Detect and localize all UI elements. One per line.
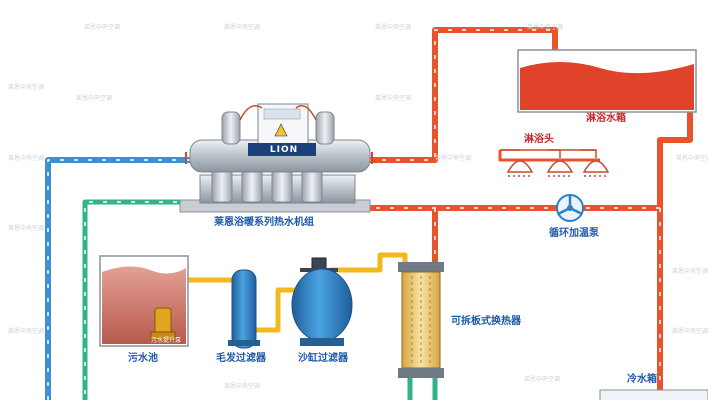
watermark: 莱恩中央空调	[8, 328, 45, 335]
pipe-flow-dashes	[84, 29, 661, 400]
heat-pump-unit-label: 莱恩浴暖系列热水机组	[214, 217, 314, 228]
watermark: 莱恩中央空调	[224, 383, 261, 390]
watermark: 莱恩中央空调	[8, 225, 45, 232]
cold-water-tank	[599, 389, 708, 400]
hair-filter-label: 毛发过滤器	[216, 353, 266, 364]
watermark: 莱恩中央空调	[435, 155, 472, 162]
shower-heads	[500, 149, 610, 177]
yellow-pipe-hair-to-sand	[256, 287, 300, 333]
watermark: 莱恩中央空调	[672, 328, 708, 335]
shower-head-3	[580, 149, 610, 177]
hot-pipe-to-showers	[498, 150, 600, 162]
watermark: 莱恩中央空调	[76, 95, 113, 102]
cold-tank-label: 冷水箱	[627, 374, 657, 385]
watermark: 莱恩中央空调	[375, 24, 412, 31]
watermark: 莱恩中央空调	[8, 155, 45, 162]
hot-water-tank	[517, 49, 697, 113]
cold-pipe-left-loop-core	[47, 159, 190, 400]
sewage-pump-label: 污水提升泵	[151, 337, 182, 344]
watermark: 莱恩中央空调	[672, 268, 708, 275]
watermark: 莱恩中央空调	[8, 84, 45, 91]
hot-pipe-tank-right	[657, 90, 693, 208]
circulation-pump-icon	[556, 194, 584, 222]
shower-heads-label: 淋浴头	[524, 134, 554, 145]
plate-heat-exchanger-label: 可拆板式换热器	[451, 316, 521, 327]
shower-head-2	[546, 149, 574, 177]
watermark: 莱恩中央空调	[524, 376, 561, 383]
yellow-pipes	[162, 252, 408, 333]
heat-pump-unit	[179, 103, 373, 213]
sewage-pit	[99, 255, 189, 347]
hair-filter	[228, 269, 260, 349]
unit-nameplate: LION	[269, 145, 299, 155]
sand-filter	[291, 257, 353, 346]
sand-filter-label: 沙缸过滤器	[298, 353, 348, 364]
yellow-pipe-sand-to-hx	[330, 252, 408, 273]
hot-tank-label: 淋浴水箱	[586, 113, 626, 124]
watermark: 莱恩中央空调	[224, 24, 261, 31]
shower-head-1	[500, 149, 534, 177]
circulation-pump-label: 循环加温泵	[549, 228, 599, 239]
watermark: 莱恩中央空调	[527, 24, 564, 31]
sewage-pit-label: 污水池	[128, 353, 158, 364]
cold-blue-pipes	[45, 157, 190, 400]
plate-heat-exchanger	[398, 262, 444, 378]
watermark: 莱恩中央空调	[375, 95, 412, 102]
watermark: 莱恩中央空调	[84, 24, 121, 31]
watermark: 莱恩中央空调	[676, 155, 708, 162]
sewage-pump-icon	[150, 307, 176, 341]
